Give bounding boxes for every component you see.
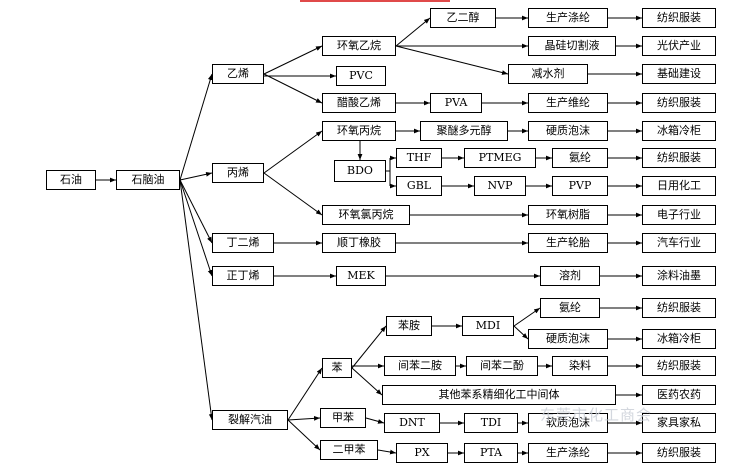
- node-textile1: 纺织服装: [642, 8, 716, 28]
- flow-arrow: [179, 171, 213, 181]
- flow-arrow: [179, 179, 213, 244]
- node-textile5: 纺织服装: [642, 356, 716, 376]
- flow-arrow: [263, 73, 323, 104]
- node-electronics: 电子行业: [642, 205, 716, 225]
- node-hard-foam1: 硬质泡沫: [528, 121, 608, 141]
- node-naphtha: 石脑油: [116, 170, 180, 190]
- node-dnt: DNT: [384, 413, 440, 433]
- node-daily-chem: 日用化工: [642, 176, 716, 196]
- node-toluene: 甲苯: [320, 408, 366, 428]
- node-auto: 汽车行业: [642, 233, 716, 253]
- flow-arrow: [287, 367, 323, 421]
- node-infrastructure: 基础建设: [642, 64, 716, 84]
- node-nvp: NVP: [474, 176, 526, 196]
- node-spandex2: 氨纶: [540, 298, 600, 318]
- node-epoxy: 环氧树脂: [528, 205, 608, 225]
- node-ethylene: 乙烯: [212, 64, 264, 84]
- node-pv: 光伏产业: [642, 36, 716, 56]
- flow-arrow: [287, 415, 321, 421]
- node-pvp: PVP: [552, 176, 608, 196]
- node-resorcinol: 间苯二酚: [466, 356, 538, 376]
- node-spandex1: 氨纶: [552, 148, 608, 168]
- node-textile6: 纺织服装: [642, 443, 716, 463]
- node-fridge1: 冰箱冷柜: [642, 121, 716, 141]
- node-tire: 生产轮胎: [528, 233, 608, 253]
- node-tdi: TDI: [464, 413, 518, 433]
- node-soft-foam: 软质泡沫: [528, 413, 608, 433]
- node-cis-rubber: 顺丁橡胶: [322, 233, 396, 253]
- node-gbl: GBL: [396, 176, 442, 196]
- node-mpd: 间苯二胺: [384, 356, 456, 376]
- node-shiyou: 石油: [46, 170, 96, 190]
- node-hard-foam2: 硬质泡沫: [528, 329, 608, 349]
- node-pva: PVA: [430, 93, 482, 113]
- node-propylene: 丙烯: [212, 163, 264, 183]
- node-pharma: 医药农药: [642, 385, 716, 405]
- node-ech: 环氧氯丙烷: [322, 205, 410, 225]
- node-pygas: 裂解汽油: [212, 410, 288, 430]
- flow-arrow: [377, 449, 397, 455]
- flow-arrow: [179, 179, 214, 421]
- flow-arrow: [351, 367, 383, 396]
- node-textile2: 纺织服装: [642, 93, 716, 113]
- node-coating: 涂料油墨: [642, 266, 716, 286]
- node-mek: MEK: [336, 266, 386, 286]
- node-px: PX: [396, 443, 448, 463]
- node-xylene: 二甲苯: [320, 440, 378, 460]
- node-solvent: 溶剂: [540, 266, 600, 286]
- flow-arrow: [513, 325, 529, 340]
- node-meg: 乙二醇: [430, 8, 496, 28]
- flow-arrow: [395, 17, 431, 47]
- node-mdi: MDI: [462, 316, 514, 336]
- node-aniline: 苯胺: [386, 316, 432, 336]
- node-textile3: 纺织服装: [642, 148, 716, 168]
- header-accent-line: [300, 0, 450, 2]
- node-pvc: PVC: [336, 66, 386, 86]
- flow-arrow: [395, 45, 509, 75]
- node-polyester2: 生产涤纶: [528, 443, 608, 463]
- node-vinylon: 生产维纶: [528, 93, 608, 113]
- node-cutting-fluid: 晶硅切割液: [528, 36, 616, 56]
- node-benzene: 苯: [322, 358, 352, 378]
- flow-arrow: [263, 45, 323, 75]
- node-butadiene: 丁二烯: [212, 233, 274, 253]
- flow-arrow: [351, 325, 387, 369]
- node-fridge2: 冰箱冷柜: [642, 329, 716, 349]
- node-eo: 环氧乙烷: [322, 36, 396, 56]
- flow-arrow: [179, 179, 213, 277]
- flow-arrow: [263, 172, 323, 216]
- flow-arrow: [365, 417, 385, 424]
- node-n-butene: 正丁烯: [212, 266, 274, 286]
- node-thf: THF: [396, 148, 442, 168]
- flow-arrow: [287, 419, 321, 451]
- node-polyether: 聚醚多元醇: [420, 121, 508, 141]
- node-bdo: BDO: [334, 160, 386, 182]
- flow-arrow: [263, 130, 323, 174]
- node-po: 环氧丙烷: [322, 121, 396, 141]
- watermark: 东莞市化工商会: [540, 406, 653, 424]
- node-other-fine: 其他苯系精细化工中间体: [382, 385, 616, 405]
- node-water-reducer: 减水剂: [508, 64, 588, 84]
- node-pta: PTA: [464, 443, 518, 463]
- node-ptmeg: PTMEG: [464, 148, 536, 168]
- node-furniture: 家具家私: [642, 413, 716, 433]
- node-dye: 染料: [552, 356, 608, 376]
- flow-arrow: [513, 307, 541, 327]
- flow-arrow: [179, 73, 213, 181]
- node-polyester: 生产涤纶: [528, 8, 608, 28]
- node-vac: 醋酸乙烯: [322, 93, 396, 113]
- node-textile4: 纺织服装: [642, 298, 716, 318]
